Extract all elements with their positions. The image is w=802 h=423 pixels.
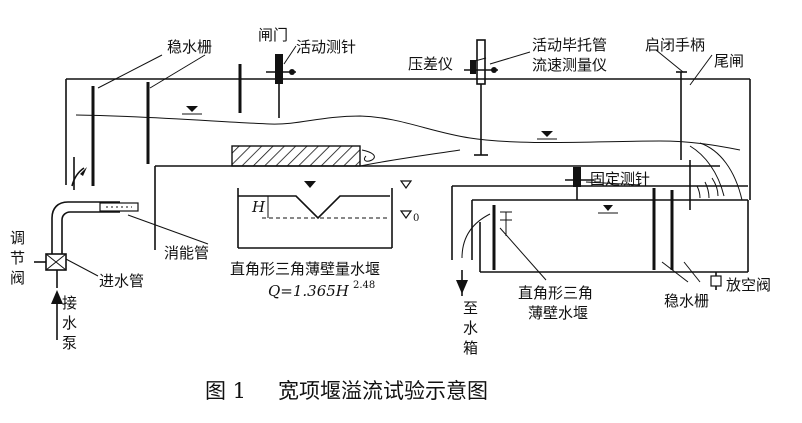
lower-tank [451,185,749,296]
leader-lines [63,45,713,283]
pump-arrow [51,290,63,340]
label-weir-lower-2: 薄壁水堰 [528,304,588,322]
caption-figure-no: 图 1 [205,379,246,403]
movable-probe [266,54,296,118]
inlet-pipe [51,201,139,262]
label-pump-2: 水 [62,314,77,332]
label-stilling-grid-bottom: 稳水栅 [664,292,709,310]
label-weir-lower-1: 直角形三角 [518,284,593,302]
label-weir-formula: Q=1.365H [268,282,350,300]
label-pump-1: 接 [62,294,77,312]
label-adjust-valve-3: 阀 [10,269,25,287]
labels: 稳水栅 闸门 活动测针 压差仪 活动毕托管 流速测量仪 启闭手柄 尾闸 固定测针… [10,26,771,403]
adjust-valve [34,253,67,288]
label-manometer: 压差仪 [408,55,453,73]
label-pitot-line2: 流速测量仪 [532,56,607,74]
label-to-tank-3: 箱 [463,339,478,357]
caption-title: 宽项堰溢流试验示意图 [278,379,488,403]
label-gate: 闸门 [258,26,288,44]
label-stilling-grid-top: 稳水栅 [167,38,212,56]
label-movable-probe: 活动测针 [296,38,356,56]
water-surface-mark-downstream [537,131,557,140]
label-tail-gate: 尾闸 [714,52,744,70]
label-handle: 启闭手柄 [645,36,705,54]
label-fixed-probe: 固定测针 [590,170,650,188]
label-adjust-valve-1: 调 [10,229,25,247]
label-weir-formula-exp: 2.48 [353,280,375,291]
label-adjust-valve-2: 节 [10,249,25,267]
label-inset-h: H [251,198,266,216]
upper-flume [65,64,751,250]
label-weir-inset-title: 直角形三角薄壁量水堰 [230,260,380,278]
label-pitot-line1: 活动毕托管 [532,36,607,54]
fixed-probe [565,167,594,200]
label-pump-3: 泵 [62,334,77,352]
label-vent-valve: 放空阀 [726,276,771,294]
label-to-tank-1: 至 [463,299,478,317]
label-energy-pipe: 消能管 [164,244,209,262]
water-surface-mark-upstream [182,106,202,115]
pitot-tube [464,39,498,156]
label-inlet-pipe: 进水管 [99,272,144,290]
weir-inset [237,180,413,249]
label-to-tank-2: 水 [463,319,478,337]
label-inset-v0: 0 [413,213,419,224]
